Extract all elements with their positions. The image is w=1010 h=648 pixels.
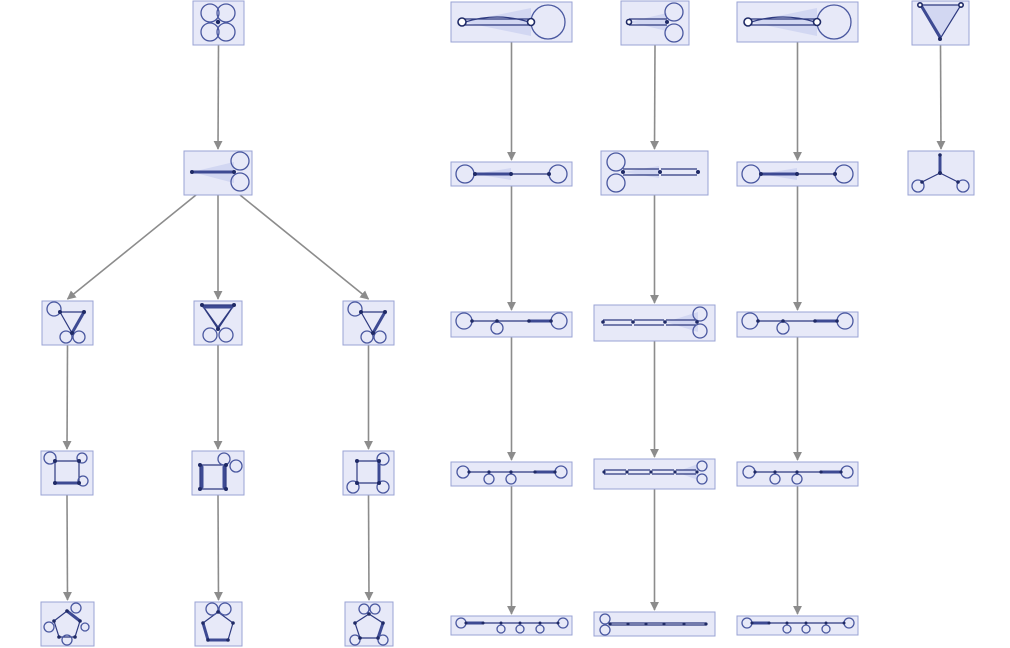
node-a0[interactable] <box>192 0 245 46</box>
node-b1[interactable] <box>450 161 573 187</box>
node-a3l[interactable] <box>40 450 94 496</box>
node-d4[interactable] <box>736 615 859 636</box>
node-c4[interactable] <box>593 611 716 637</box>
node-b2[interactable] <box>450 311 573 338</box>
edge-a1-to-a2r <box>239 194 370 300</box>
edge-a3m-to-a4m <box>213 494 223 601</box>
node-a4l[interactable] <box>40 601 95 647</box>
node-c1[interactable] <box>600 150 709 196</box>
node-e1[interactable] <box>907 150 975 196</box>
edge-a2l-to-a3l <box>62 344 72 450</box>
edge-c0-to-c1 <box>650 44 660 150</box>
node-c3[interactable] <box>593 458 716 490</box>
edge-layer <box>62 42 946 615</box>
node-a2r[interactable] <box>342 300 395 346</box>
edge-a3r-to-a4r <box>364 494 374 601</box>
node-a2m[interactable] <box>193 300 243 346</box>
node-d3[interactable] <box>736 461 859 487</box>
node-a1[interactable] <box>183 150 253 196</box>
node-layer <box>40 0 975 647</box>
node-b0[interactable] <box>450 1 573 43</box>
node-d0[interactable] <box>736 1 859 43</box>
node-a4m[interactable] <box>194 601 243 647</box>
node-a2l[interactable] <box>41 300 94 346</box>
edge-a1-to-a2l <box>66 194 197 300</box>
node-c0[interactable] <box>620 0 690 46</box>
node-d2[interactable] <box>736 311 859 338</box>
edge-e0-to-e1 <box>936 44 946 150</box>
node-a3r[interactable] <box>342 450 395 496</box>
node-a4r[interactable] <box>344 601 394 647</box>
edge-a3l-to-a4l <box>62 494 72 601</box>
node-d1[interactable] <box>736 161 859 187</box>
edge-a0-to-a1 <box>213 44 223 150</box>
node-b4[interactable] <box>450 615 573 636</box>
node-b3[interactable] <box>450 461 573 487</box>
node-a3m[interactable] <box>191 450 245 496</box>
node-c2[interactable] <box>593 304 716 342</box>
node-e0[interactable] <box>911 0 970 46</box>
